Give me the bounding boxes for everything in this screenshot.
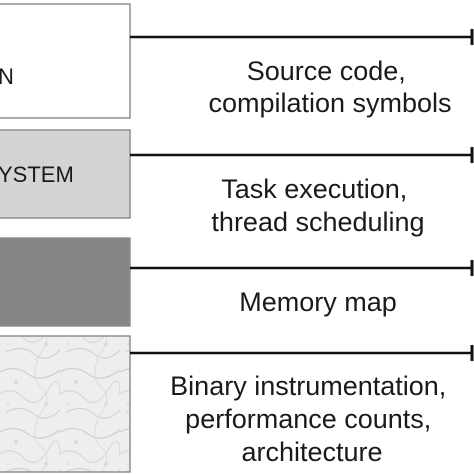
layer-application: N Source code, compilation symbols — [0, 3, 474, 119]
layer-description-system: Task execution, thread scheduling — [211, 174, 424, 237]
layer-label-application: N — [0, 64, 14, 89]
layer-description-hardware: Binary instrumentation, performance coun… — [170, 371, 454, 467]
layer-box-system — [0, 129, 131, 219]
layer-description-memory: Memory map — [239, 287, 397, 317]
layer-description-application: Source code, compilation symbols — [208, 56, 451, 118]
layer-box-hardware — [0, 335, 131, 473]
layer-box-memory — [0, 237, 131, 327]
layer-system: YSTEM Task execution, thread scheduling — [0, 129, 474, 237]
layer-memory: Memory map — [0, 237, 474, 327]
layer-hardware: Binary instrumentation, performance coun… — [0, 335, 474, 473]
layer-label-system: YSTEM — [0, 162, 74, 187]
layer-box-application — [0, 3, 131, 119]
